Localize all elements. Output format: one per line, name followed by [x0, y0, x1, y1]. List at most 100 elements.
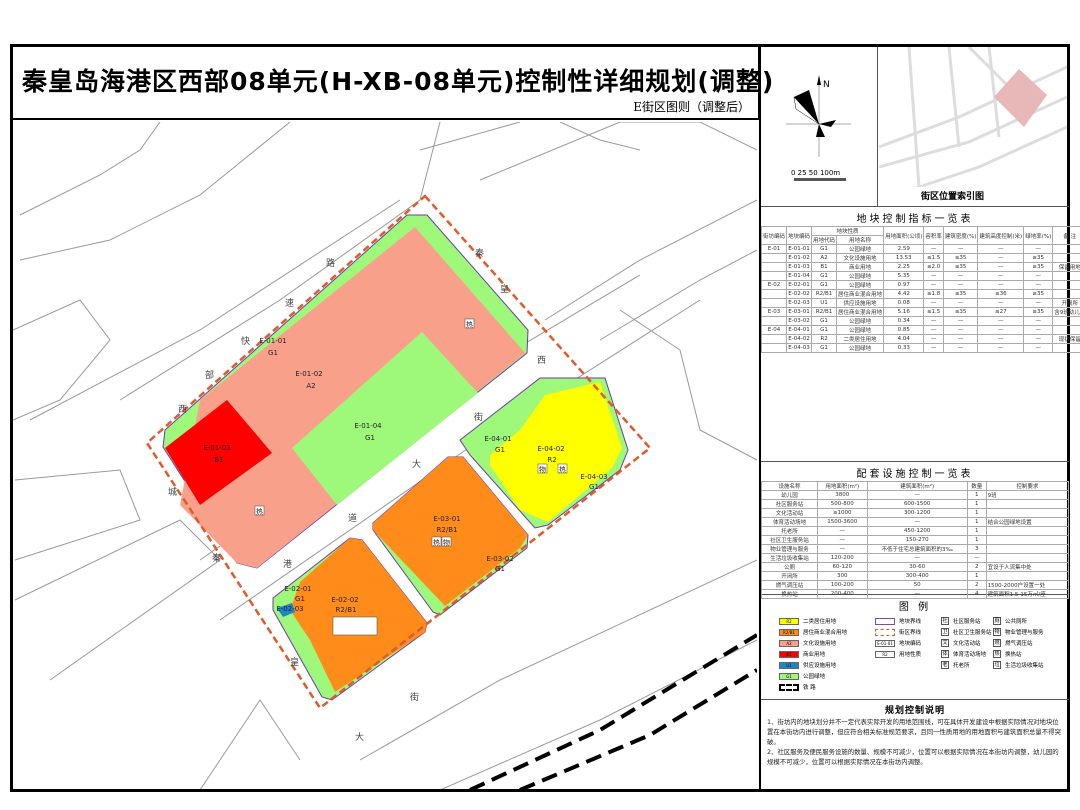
- table-cell: —: [942, 244, 979, 254]
- table-cell: 社区卫生服务站: [761, 535, 818, 545]
- legend-label: 公共厕所: [1005, 619, 1028, 625]
- parcel-code: E-04-01: [484, 435, 511, 443]
- table-cell: 公园绿地: [836, 316, 885, 326]
- table-cell: E-02-01: [786, 280, 813, 290]
- legend-swatch: R2/B1: [779, 628, 799, 636]
- svg-text:部: 部: [205, 369, 214, 381]
- table-cell: —: [1023, 298, 1054, 308]
- legend-item: 厕公共厕所: [993, 617, 1027, 625]
- table-cell: ≥35: [1023, 262, 1054, 272]
- legend-item: 社社区服务站: [941, 617, 981, 625]
- table-cell: ≤36: [977, 289, 1025, 299]
- legend-item: 地块界线: [875, 617, 921, 625]
- svg-text:大: 大: [355, 731, 364, 743]
- table-cell: 开闭所: [1052, 298, 1080, 308]
- table-cell: —: [866, 553, 968, 563]
- table-cell: [760, 298, 788, 308]
- legend-item: 体体育活动场地: [941, 650, 986, 658]
- legend-item: 物物业管理与服务: [993, 628, 1044, 636]
- table-cell: 1: [966, 535, 987, 545]
- parcel-use: B1: [214, 456, 223, 464]
- parcel-code: E-01-04: [354, 422, 382, 430]
- table-cell: 居住商业混合用地: [836, 307, 885, 317]
- table-cell: 300: [816, 571, 868, 581]
- table-cell: E-02: [760, 280, 788, 290]
- table-cell: 公园绿地: [836, 280, 885, 290]
- table-cell: [1052, 253, 1080, 263]
- facility-table-title: 配套设施控制一览表: [856, 469, 974, 480]
- legend-item: 铁 路: [779, 683, 816, 691]
- table-cell: —: [966, 553, 987, 563]
- scale-bar-label: 0 25 50 100m: [791, 169, 840, 177]
- table-cell: 1500-3600: [816, 517, 868, 527]
- table-cell: 2: [966, 562, 987, 572]
- table-cell: —: [1023, 334, 1054, 344]
- table-cell: [760, 262, 788, 272]
- parcel-use: G1: [495, 446, 505, 454]
- table-cell: 0.34: [883, 316, 925, 326]
- table-cell: —: [977, 343, 1025, 353]
- table-cell: —: [1023, 325, 1054, 335]
- legend-swatch: [779, 683, 799, 691]
- table-cell: 150-270: [866, 535, 968, 545]
- table-cell: E-01: [760, 244, 788, 254]
- table-cell: —: [977, 334, 1025, 344]
- table-cell: —: [923, 280, 944, 290]
- table-cell: 1: [966, 571, 987, 581]
- table-cell: E-02-02: [786, 289, 813, 299]
- table-cell: 不低于住宅总建筑面积的3‰: [866, 544, 968, 554]
- table-cell: —: [866, 490, 968, 500]
- svg-text:速: 速: [285, 298, 294, 309]
- legend-swatch: R2: [875, 650, 895, 658]
- table-cell: R2/B1: [811, 289, 838, 299]
- property-service-icon: 物: [539, 465, 546, 474]
- svg-text:街: 街: [410, 691, 419, 703]
- table-cell: 500-800: [816, 499, 868, 509]
- legend-swatch: G1: [779, 672, 799, 680]
- table-cell: R2: [811, 334, 838, 344]
- parcel-E-03-01: [373, 457, 528, 606]
- table-cell: ≤1.5: [923, 307, 944, 317]
- table-cell: —: [816, 526, 868, 536]
- legend-icon: 热: [993, 650, 1001, 658]
- legend-label: 商业用地: [803, 652, 826, 658]
- parcel-code: E-01-02: [295, 370, 322, 378]
- legend-label: 文化设施用地: [803, 641, 837, 647]
- legend-label: 体育活动场地: [953, 652, 987, 658]
- heat-station-icon: 热: [256, 507, 263, 516]
- table-cell: [985, 571, 1070, 581]
- table-cell: —: [923, 271, 944, 281]
- table-cell: 2.25: [883, 262, 925, 272]
- table-cell: —: [1023, 244, 1054, 254]
- table-cell: —: [923, 298, 944, 308]
- table-cell: —: [942, 343, 979, 353]
- table-cell: [760, 343, 788, 353]
- north-label: N: [823, 80, 830, 90]
- legend-swatch: [875, 628, 895, 636]
- svg-text:大: 大: [412, 458, 421, 470]
- legend-item: 垃生活垃圾收集站: [993, 661, 1044, 669]
- parcel-E-02-03: [277, 603, 295, 617]
- table-cell: [760, 253, 788, 263]
- table-cell: —: [923, 343, 944, 353]
- legend-icon: 燃: [993, 639, 1001, 647]
- table-cell: U1: [811, 298, 838, 308]
- legend-icon: 卫: [941, 628, 949, 636]
- table-cell: [1052, 289, 1080, 299]
- table-cell: ≥35: [1023, 289, 1054, 299]
- legend-label: 社区服务站: [953, 619, 981, 625]
- svg-text:城: 城: [168, 487, 177, 498]
- table-cell: [760, 289, 788, 299]
- legend-swatch: A2: [779, 639, 799, 647]
- legend-icon: 社: [941, 617, 949, 625]
- table-cell: ≥35: [1023, 253, 1054, 263]
